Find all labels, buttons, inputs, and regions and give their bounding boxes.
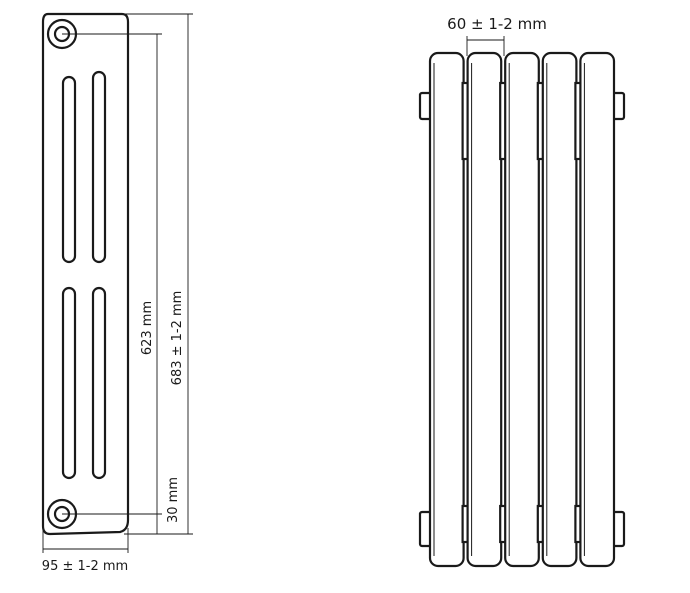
slot-lower-right bbox=[91, 286, 107, 480]
front-view-dimensions: 60 ± 1-2 mm bbox=[447, 15, 547, 56]
label-dim-height-total: 683 ± 1-2 mm bbox=[170, 291, 185, 386]
slot-upper-left bbox=[61, 75, 77, 264]
side-view-body bbox=[41, 12, 130, 536]
slot-lower-left bbox=[61, 286, 77, 480]
label-dim-bottom-offset: 30 mm bbox=[166, 477, 181, 523]
radiator-section bbox=[541, 51, 578, 568]
slot-upper-right bbox=[91, 70, 107, 264]
radiator-section bbox=[504, 51, 540, 568]
label-dim-depth: 95 ± 1-2 mm bbox=[42, 559, 128, 574]
radiator-section bbox=[428, 51, 465, 568]
label-dim-section-width: 60 ± 1-2 mm bbox=[447, 15, 547, 33]
side-view bbox=[41, 12, 130, 536]
label-dim-height-axis: 623 mm bbox=[140, 301, 155, 355]
front-view-sections bbox=[428, 51, 616, 568]
radiator-section bbox=[579, 51, 616, 568]
front-view bbox=[418, 51, 626, 568]
side-view-dimensions: 683 ± 1-2 mm 623 mm 30 mm 95 ± 1-2 mm bbox=[42, 13, 193, 574]
radiator-section bbox=[466, 51, 503, 568]
